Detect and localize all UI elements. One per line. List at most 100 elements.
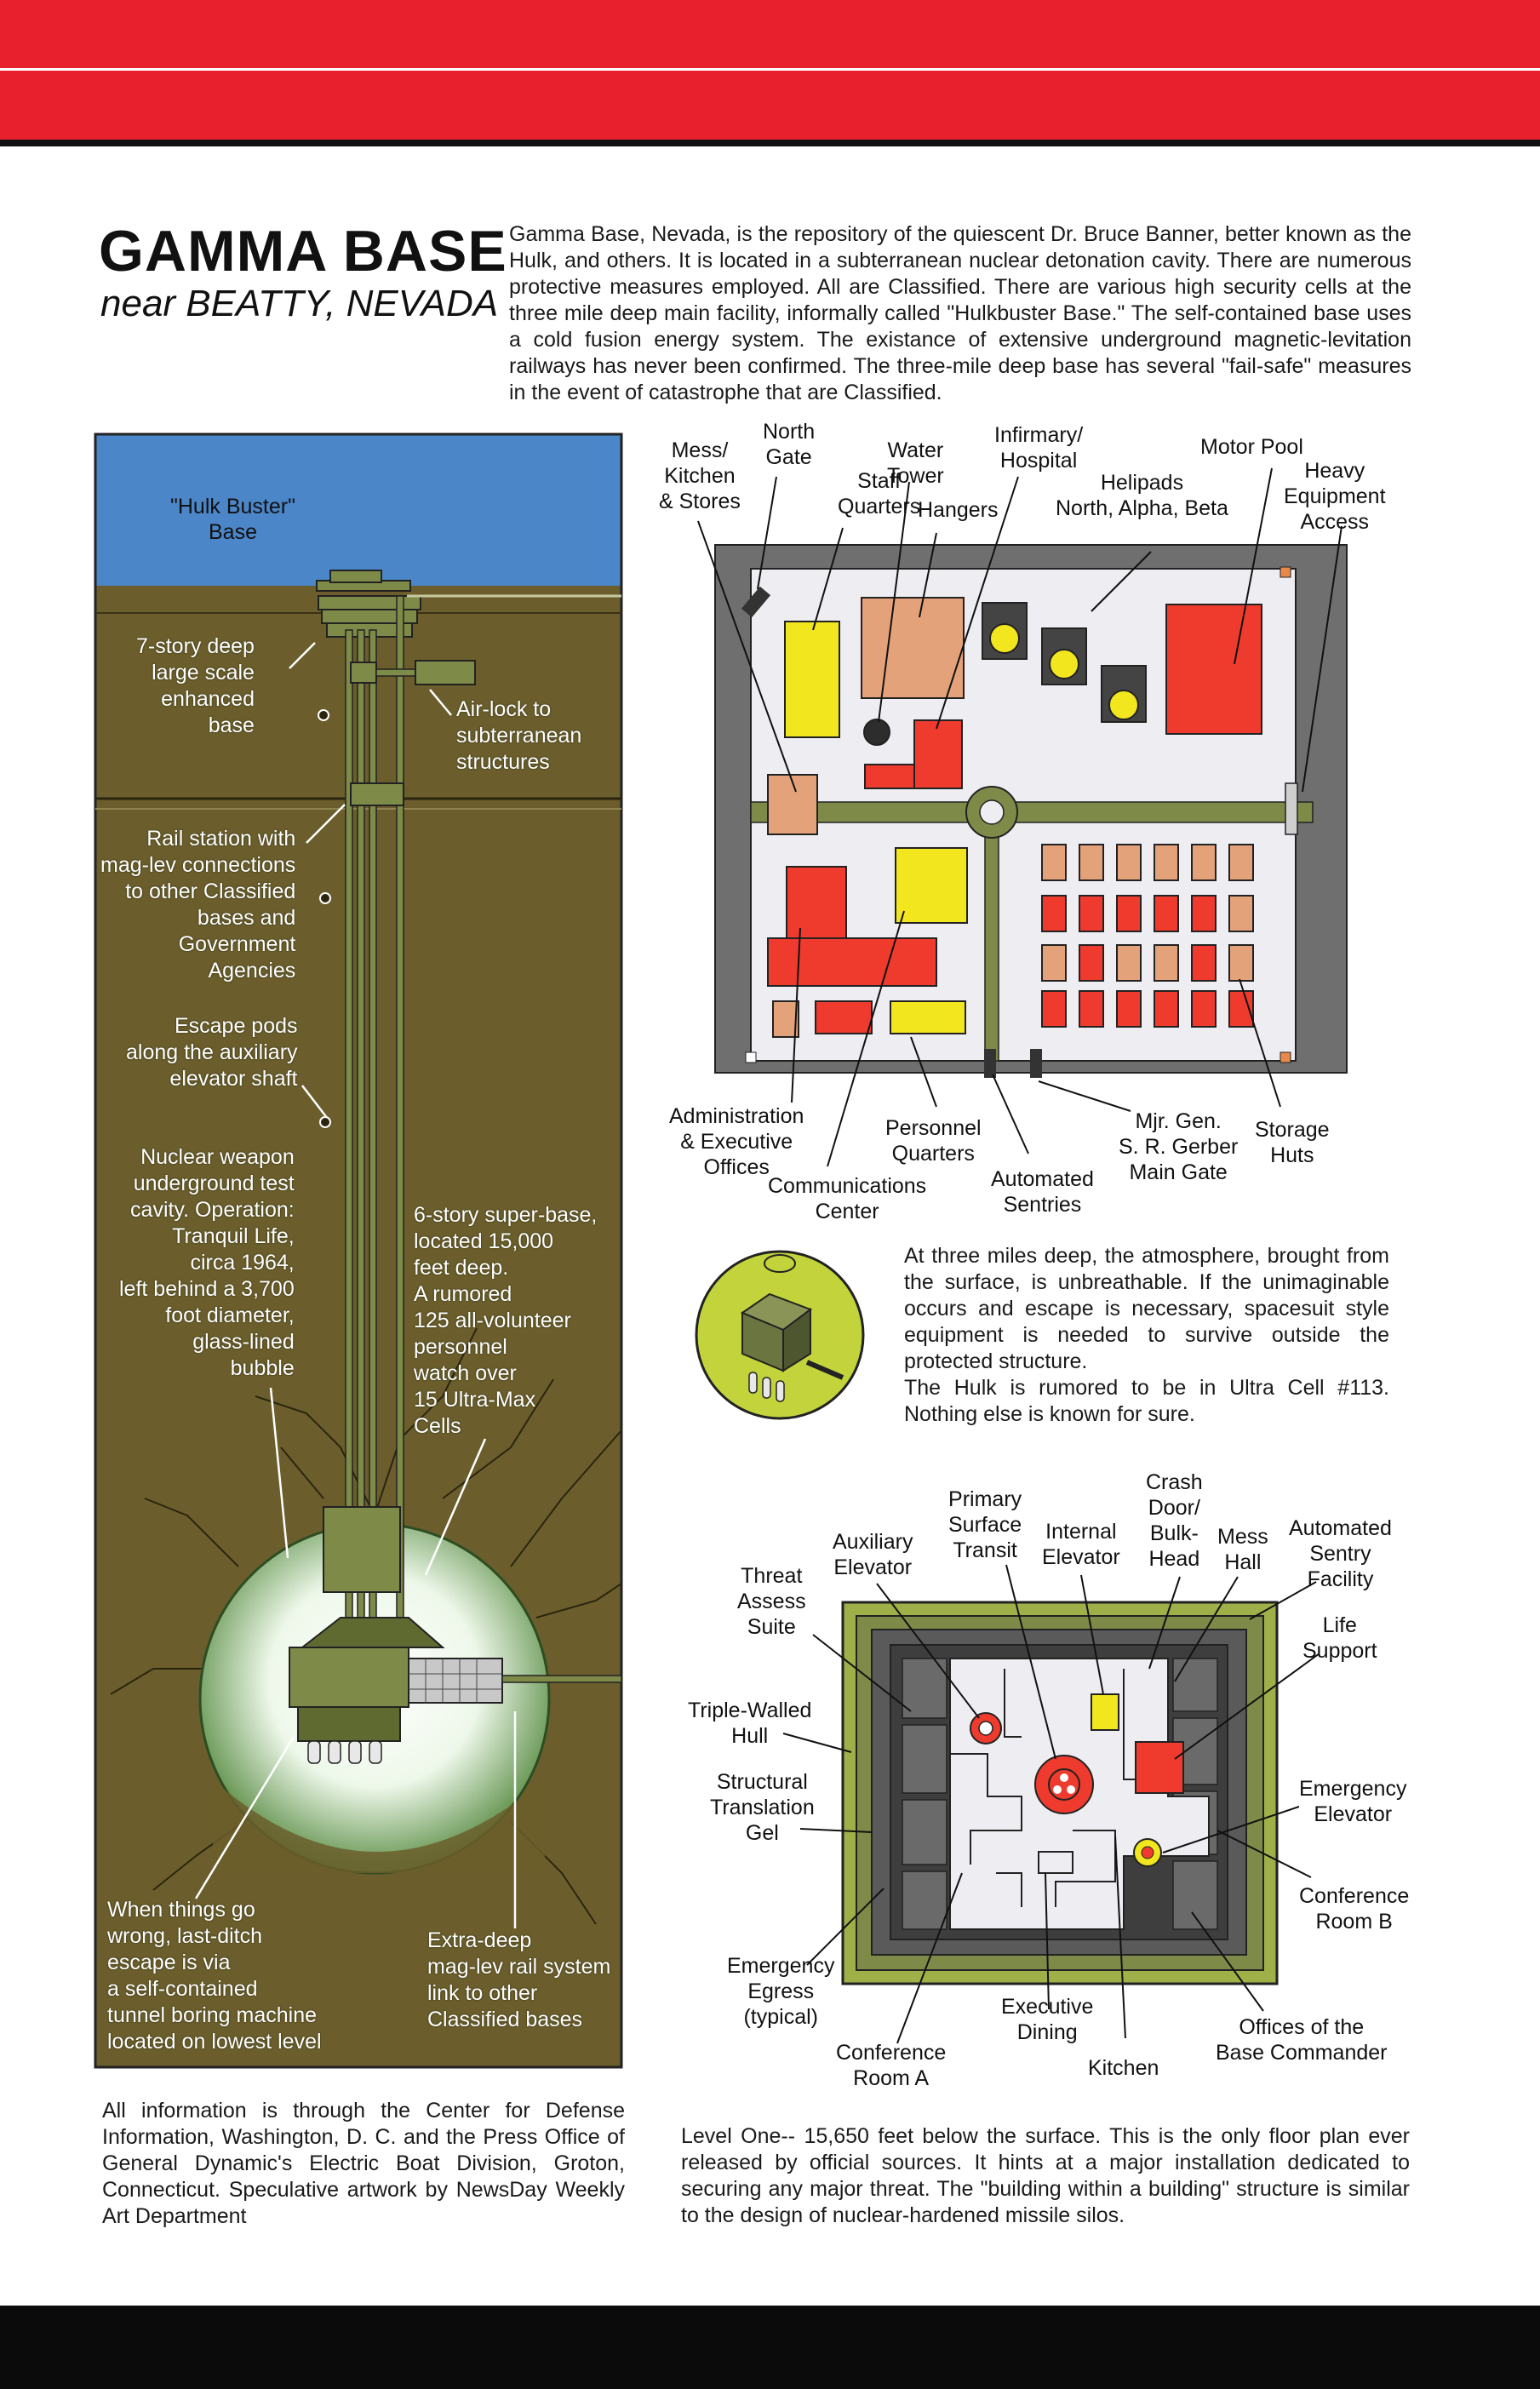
bubble-floor-rubble <box>213 1779 545 1873</box>
helipad-north-marker <box>989 623 1020 654</box>
label-escape-pods: Escape pods along the auxiliary elevator… <box>126 1014 298 1091</box>
boring-machine-tanks <box>307 1740 382 1764</box>
cavity-cracks <box>110 1327 622 1925</box>
label-super-base: 6-story super-base, located 15,000 feet … <box>414 1203 598 1438</box>
level-one-paragraph: Level One-- 15,650 feet below the surfac… <box>681 2124 1410 2227</box>
credits-paragraph: All information is through the Center fo… <box>102 2099 625 2228</box>
airlock-tunnel <box>375 668 416 677</box>
label-threat-assess: Threat Assess Suite <box>737 1564 806 1639</box>
shaft-markers <box>318 709 331 1128</box>
airlock <box>415 660 476 685</box>
staff-quarters-building <box>784 621 840 738</box>
label-mess-kitchen: Mess/ Kitchen & Stores <box>659 438 741 513</box>
corner-marker-ne <box>1280 566 1291 578</box>
label-north-gate: North Gate <box>763 420 816 469</box>
storage-huts <box>1041 844 1254 1028</box>
south-office <box>815 1000 873 1034</box>
label-structural-gel: Structural Translation Gel <box>710 1770 815 1845</box>
label-kitchen: Kitchen <box>1088 2056 1159 2080</box>
label-mess-hall: Mess Hall <box>1217 1525 1268 1574</box>
auxiliary-elevator-core <box>978 1721 993 1736</box>
label-motor-pool: Motor Pool <box>1200 435 1303 459</box>
infirmary-annex <box>864 764 915 789</box>
label-crash-door: Crash Door/ Bulk- Head <box>1146 1470 1203 1571</box>
administration-building <box>786 866 847 944</box>
site-plan-leaders <box>697 467 1342 1167</box>
admin-annex <box>772 1000 799 1038</box>
label-internal-elevator: Internal Elevator <box>1042 1520 1120 1569</box>
label-maglev-link: Extra-deep mag-lev rail system link to o… <box>427 1928 611 2031</box>
maglev-station-grid <box>409 1659 502 1703</box>
label-auxiliary-elevator: Auxiliary Elevator <box>833 1530 913 1579</box>
label-administration: Administration & Executive Offices <box>669 1104 804 1179</box>
site-plan <box>697 467 1348 1167</box>
label-emergency-egress: Emergency Egress (typical) <box>727 1954 835 2029</box>
main-road <box>750 801 1314 823</box>
label-life-support: Life Support <box>1302 1613 1377 1663</box>
south-road <box>984 822 999 1062</box>
label-executive-dining: Executive Dining <box>1001 1995 1094 2044</box>
infirmary-building <box>913 719 963 789</box>
label-automated-sentries: Automated Sentries <box>991 1167 1094 1217</box>
corner-marker-se <box>1280 1051 1291 1063</box>
label-personnel-quarters: Personnel Quarters <box>885 1116 982 1166</box>
north-gate <box>741 586 771 618</box>
sky <box>95 434 621 586</box>
floor-plan-leaders <box>782 1564 1320 2044</box>
maglev-rail-tunnel <box>501 1675 622 1683</box>
super-base-shafts-housing <box>323 1506 401 1593</box>
rail-station <box>350 782 404 806</box>
intro-paragraph: Gamma Base, Nevada, is the repository of… <box>509 222 1411 404</box>
cross-section-frame <box>94 433 623 2069</box>
auxiliary-elevator-shaft <box>396 595 404 1653</box>
label-hangers: Hangers <box>918 498 999 522</box>
label-staff-quarters: Staff Quarters <box>838 469 921 518</box>
life-support-room <box>1135 1741 1184 1794</box>
interior-walls <box>950 1669 1168 1907</box>
motor-pool-building <box>1165 604 1262 735</box>
label-infirmary: Infirmary/ Hospital <box>994 423 1084 473</box>
label-nuclear-cavity: Nuclear weapon underground test cavity. … <box>119 1145 295 1380</box>
label-water-tower: Water Tower <box>887 438 944 488</box>
hangers-building <box>861 597 965 699</box>
page-title: GAMMA BASE <box>99 219 507 284</box>
tunnel-boring-machine <box>297 1706 401 1742</box>
super-base <box>289 1647 409 1708</box>
label-helipads: Helipads North, Alpha, Beta <box>1056 471 1228 520</box>
top-banner-edge <box>0 140 1540 146</box>
transit-port-1 <box>1060 1773 1068 1782</box>
cross-section-leaders <box>194 642 517 1928</box>
pod-front <box>782 1308 811 1372</box>
pod-drill <box>805 1360 844 1380</box>
label-escape-machine: When things go wrong, last-ditch escape … <box>107 1898 322 2054</box>
bottom-banner <box>0 2306 1540 2389</box>
label-rail-station: Rail station with mag-lev connections to… <box>100 827 296 983</box>
label-seven-story-base: 7-story deep large scale enhanced base <box>136 634 255 737</box>
label-storage-huts: Storage Huts <box>1255 1118 1330 1167</box>
upper-base-level-1 <box>318 595 421 610</box>
spacesuit-icon <box>695 1250 865 1420</box>
helipads <box>982 602 1147 723</box>
label-hulk-buster-base: "Hulk Buster" Base <box>170 495 295 544</box>
transit-port-2 <box>1053 1785 1062 1794</box>
page-subtitle: near BEATTY, NEVADA <box>100 283 499 324</box>
communications-building <box>767 937 937 987</box>
roundabout-center <box>979 799 1005 825</box>
top-banner-rule <box>0 68 1540 71</box>
label-main-gate: Mjr. Gen. S. R. Gerber Main Gate <box>1119 1109 1239 1184</box>
floor-plan <box>782 1564 1320 2044</box>
corner-marker-sw <box>745 1051 757 1063</box>
label-conference-a: Conference Room A <box>836 2041 947 2090</box>
label-triple-walled-hull: Triple-Walled Hull <box>688 1699 812 1748</box>
emergency-elevator-core <box>1141 1846 1154 1859</box>
maglev-station <box>408 1658 503 1704</box>
label-conference-b: Conference Room B <box>1299 1884 1410 1934</box>
label-base-commander: Offices of the Base Commander <box>1216 2015 1388 2065</box>
airlock-junction <box>350 662 377 684</box>
water-tower <box>863 719 890 746</box>
pod-tanks <box>748 1372 785 1402</box>
helipad-alpha-marker <box>1049 649 1079 679</box>
atmosphere-note: At three miles deep, the atmosphere, bro… <box>904 1244 1389 1426</box>
surface-tower <box>329 570 382 583</box>
